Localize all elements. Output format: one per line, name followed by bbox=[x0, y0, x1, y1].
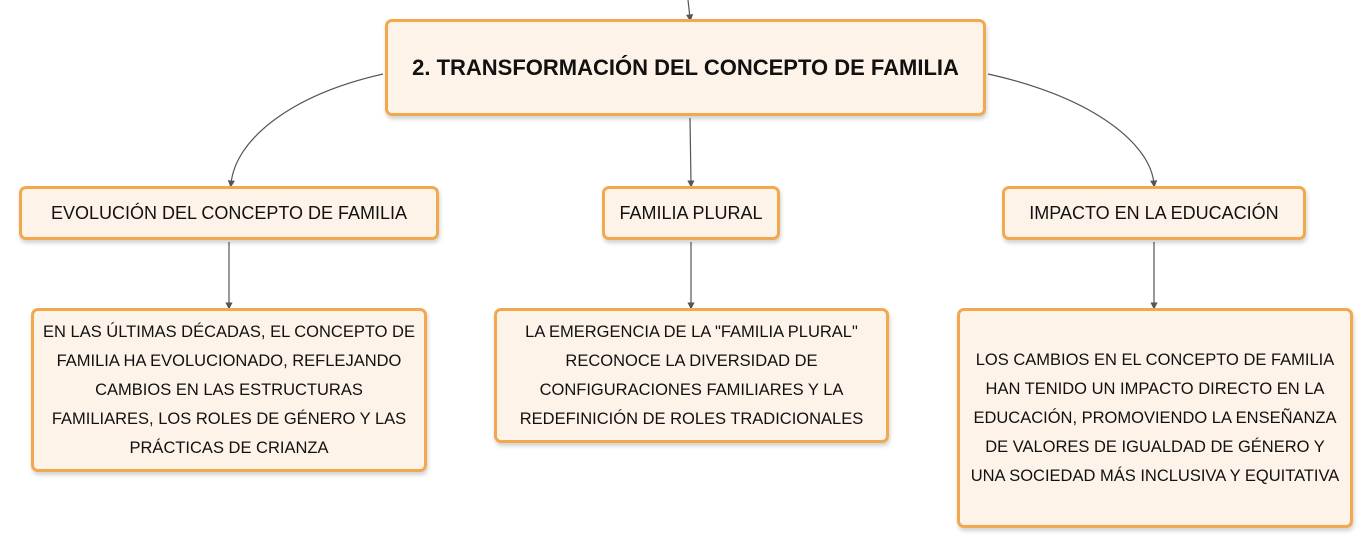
connector-root-to-impacto bbox=[987, 73, 1158, 188]
detail-node-evolucion[interactable]: EN LAS ÚLTIMAS DÉCADAS, EL CONCEPTO DE F… bbox=[31, 308, 427, 472]
connector-root-to-evolucion bbox=[227, 73, 384, 188]
topic-node-familia-plural[interactable]: FAMILIA PLURAL bbox=[602, 186, 780, 240]
topic-node-evolucion[interactable]: EVOLUCIÓN DEL CONCEPTO DE FAMILIA bbox=[19, 186, 439, 240]
connector-incoming bbox=[686, 0, 694, 22]
root-label: 2. TRANSFORMACIÓN DEL CONCEPTO DE FAMILI… bbox=[412, 54, 959, 80]
detail-node-familia-plural[interactable]: LA EMERGENCIA DE LA "FAMILIA PLURAL" REC… bbox=[494, 308, 889, 443]
detail-text: EN LAS ÚLTIMAS DÉCADAS, EL CONCEPTO DE F… bbox=[43, 322, 415, 457]
connector-root-to-plural bbox=[687, 117, 695, 188]
topic-label: IMPACTO EN LA EDUCACIÓN bbox=[1029, 202, 1279, 223]
detail-text: LOS CAMBIOS EN EL CONCEPTO DE FAMILIA HA… bbox=[970, 350, 1340, 485]
topic-node-impacto[interactable]: IMPACTO EN LA EDUCACIÓN bbox=[1002, 186, 1306, 240]
detail-text: LA EMERGENCIA DE LA "FAMILIA PLURAL" REC… bbox=[519, 322, 864, 428]
detail-node-impacto[interactable]: LOS CAMBIOS EN EL CONCEPTO DE FAMILIA HA… bbox=[957, 308, 1353, 528]
topic-label: FAMILIA PLURAL bbox=[619, 202, 763, 223]
topic-label: EVOLUCIÓN DEL CONCEPTO DE FAMILIA bbox=[50, 202, 408, 223]
root-node[interactable]: 2. TRANSFORMACIÓN DEL CONCEPTO DE FAMILI… bbox=[385, 19, 986, 116]
